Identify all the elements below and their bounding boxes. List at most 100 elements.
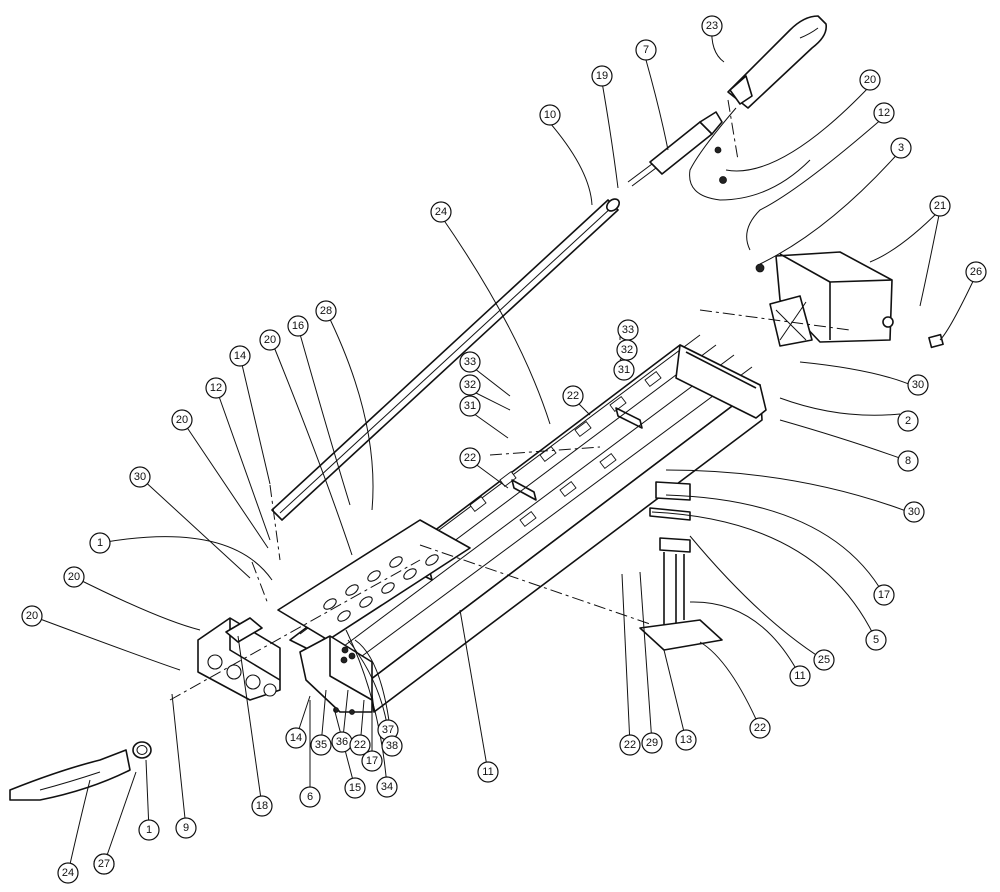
callout-22: 22 [459,447,481,469]
callout-25: 25 [813,649,835,671]
callout-number: 9 [183,822,189,834]
callout-balloon [459,374,481,396]
callout-1: 1 [138,819,160,841]
callout-10: 10 [539,104,561,126]
upper-hose [689,15,828,201]
callout-22: 22 [562,385,584,407]
callout-number: 24 [435,206,447,218]
callout-number: 13 [680,734,692,746]
callout-number: 32 [621,344,633,356]
callout-number: 22 [464,452,476,464]
callout-group: 2371910201232126243332313332312222302828… [21,15,987,884]
perforated-plate [277,519,471,641]
callout-balloon [315,300,337,322]
callout-14: 14 [285,727,307,749]
callout-balloon [175,817,197,839]
callout-number: 30 [908,506,920,518]
callout-number: 31 [618,364,630,376]
callout-20: 20 [259,329,281,351]
callout-number: 10 [544,109,556,121]
callout-balloon [89,532,111,554]
callout-balloon [287,315,309,337]
callout-6: 6 [299,786,321,808]
callout-number: 20 [68,571,80,583]
callout-number: 17 [878,589,890,601]
callout-15: 15 [344,777,366,799]
callout-balloon [562,385,584,407]
callout-number: 8 [905,455,911,467]
callout-33: 33 [617,319,639,341]
callout-number: 11 [794,670,805,682]
callout-9: 9 [175,817,197,839]
leader-lines [31,25,977,874]
callout-27: 27 [93,853,115,875]
callout-number: 38 [386,740,398,752]
callout-38: 38 [381,735,403,757]
callout-number: 22 [567,390,579,402]
callout-balloon [873,584,895,606]
front-end-plate [197,617,281,701]
callout-number: 24 [62,867,74,879]
callout-number: 21 [934,200,946,212]
callout-12: 12 [205,377,227,399]
callout-balloon [251,795,273,817]
callout-number: 2 [905,415,911,427]
callout-balloon [63,566,85,588]
callout-13: 13 [675,729,697,751]
callout-balloon [929,195,951,217]
callout-11: 11 [477,761,499,783]
callout-number: 33 [464,356,476,368]
callout-number: 30 [134,471,146,483]
callout-35: 35 [310,734,332,756]
callout-number: 20 [864,74,876,86]
callout-balloon [299,786,321,808]
callout-20: 20 [859,69,881,91]
callout-number: 15 [349,782,361,794]
callout-number: 26 [970,266,982,278]
callout-balloon [344,777,366,799]
callout-number: 33 [622,324,634,336]
callout-balloon [138,819,160,841]
callout-balloon [205,377,227,399]
callout-17: 17 [873,584,895,606]
callout-23: 23 [701,15,723,37]
callout-balloon [459,351,481,373]
hydraulic-cylinder [627,111,723,187]
callout-number: 6 [307,791,313,803]
callout-28: 28 [315,300,337,322]
callout-24: 24 [430,201,452,223]
callout-22: 22 [619,734,641,756]
callout-balloon [873,102,895,124]
lower-hose [9,741,152,801]
callout-balloon [641,732,663,754]
callout-26: 26 [965,261,987,283]
callout-11: 11 [789,665,811,687]
callout-30: 30 [907,374,929,396]
callout-number: 14 [290,732,302,744]
callout-number: 19 [596,70,608,82]
callout-5: 5 [865,629,887,651]
callout-balloon [459,447,481,469]
callout-31: 31 [613,359,635,381]
callout-balloon [903,501,925,523]
callout-balloon [376,776,398,798]
callout-balloon [813,649,835,671]
callout-number: 18 [256,800,268,812]
callout-balloon [349,734,371,756]
callout-balloon [171,409,193,431]
callout-balloon [897,410,919,432]
callout-number: 25 [818,654,830,666]
callout-balloon [477,761,499,783]
callout-14: 14 [229,345,251,367]
callout-balloon [675,729,697,751]
callout-18: 18 [251,795,273,817]
callout-balloon [361,750,383,772]
callout-balloon [459,395,481,417]
callout-22: 22 [349,734,371,756]
callout-32: 32 [459,374,481,396]
callout-21: 21 [929,195,951,217]
callout-balloon [613,359,635,381]
callout-balloon [907,374,929,396]
callout-balloon [285,727,307,749]
callout-number: 37 [382,724,394,736]
